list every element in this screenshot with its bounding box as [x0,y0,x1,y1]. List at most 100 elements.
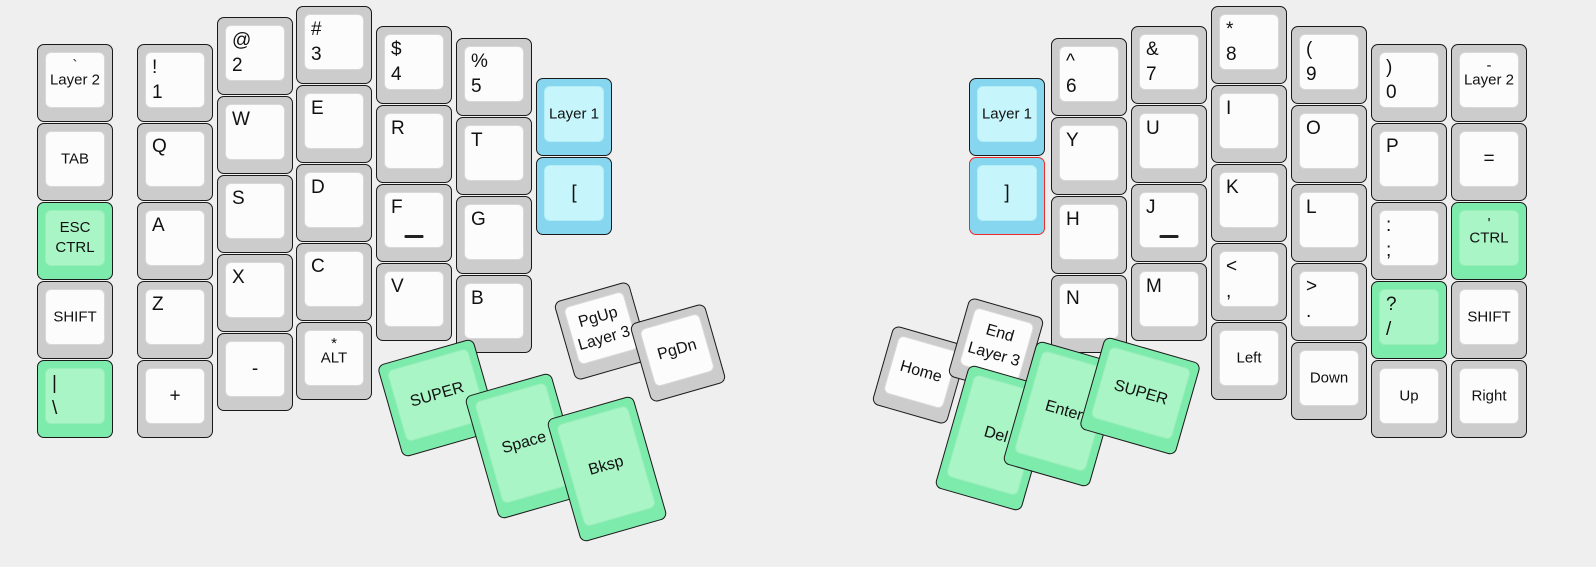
key-w[interactable]: W [217,96,293,174]
key-left[interactable]: Left [1211,322,1287,400]
key-cap: M [1139,271,1199,327]
key-shift-right[interactable]: SHIFT [1451,281,1527,359]
key-cap: Right [1459,368,1519,424]
key-bracket-left-sq[interactable]: [ [536,157,612,235]
key-4[interactable]: $4 [376,26,452,104]
key-u[interactable]: U [1131,105,1207,183]
key-layer1-right[interactable]: Layer 1 [969,78,1045,156]
key-3[interactable]: #3 [296,6,372,84]
key-c[interactable]: C [296,243,372,321]
key-cap: ?/ [1379,289,1439,345]
key-shift[interactable]: SHIFT [37,281,113,359]
key-t[interactable]: T [456,117,532,195]
key-g[interactable]: G [456,196,532,274]
key-cap: F [384,192,444,248]
key-tab[interactable]: TAB [37,123,113,201]
key-legend: Layer 1 [981,105,1033,123]
key-x[interactable]: X [217,254,293,332]
key-legend: 6 [1066,76,1077,97]
key-layer1-left[interactable]: Layer 1 [536,78,612,156]
key-bracket-right-sq[interactable]: ] [969,157,1045,235]
key-9[interactable]: (9 [1291,26,1367,104]
key-legend: * [1226,19,1234,40]
homing-bar-icon [1159,235,1179,238]
key-e[interactable]: E [296,85,372,163]
key-legend: TAB [60,150,90,168]
key-cap: PgUp Layer 3 [563,290,640,366]
key-cap: Y [1059,125,1119,181]
key-period[interactable]: >. [1291,263,1367,341]
key-right[interactable]: Right [1451,360,1527,438]
key-cap: K [1219,172,1279,228]
key-1[interactable]: !1 [137,44,213,122]
key-legend: SHIFT [53,308,97,326]
key-cap: %5 [464,46,524,102]
key-0[interactable]: )0 [1371,44,1447,122]
key-legend: R [391,118,405,139]
key-legend: F [391,197,403,218]
key-z[interactable]: Z [137,281,213,359]
key-p[interactable]: P [1371,123,1447,201]
key-equals[interactable]: = [1451,123,1527,201]
key-v[interactable]: V [376,263,452,341]
key-down[interactable]: Down [1291,342,1367,420]
key-cap: + [145,368,205,424]
key-b[interactable]: B [456,275,532,353]
key-l[interactable]: L [1291,184,1367,262]
key-o[interactable]: O [1291,105,1367,183]
thumb-bksp[interactable]: Bksp [546,395,668,543]
key-legend: C [311,256,325,277]
key-j[interactable]: J [1131,184,1207,262]
key-legend: B [471,288,484,309]
key-plus[interactable]: + [137,360,213,438]
key-cap: Home [882,334,959,410]
key-legend: PgUp Layer 3 [576,303,633,354]
key-slash[interactable]: ?/ [1371,281,1447,359]
key-i[interactable]: I [1211,85,1287,163]
key-legend: 1 [152,82,163,103]
key-6[interactable]: ^6 [1051,38,1127,116]
key-legend: SUPER [408,379,466,411]
key-5[interactable]: %5 [456,38,532,116]
key-esc-ctrl[interactable]: ESC CTRL [37,202,113,280]
key-q[interactable]: Q [137,123,213,201]
homing-bar-icon [404,235,424,238]
key-s[interactable]: S [217,175,293,253]
key-7[interactable]: &7 [1131,26,1207,104]
key-pipe-backslash[interactable]: |\ [37,360,113,438]
key-legend: J [1146,197,1156,218]
thumb-pgdn[interactable]: PgDn [629,302,727,404]
key-y[interactable]: Y [1051,117,1127,195]
key-cap: ] [977,165,1037,221]
key-2[interactable]: @2 [217,17,293,95]
key-minus[interactable]: - [217,333,293,411]
key-legend: . [1306,301,1312,322]
key-m[interactable]: M [1131,263,1207,341]
key-d[interactable]: D [296,164,372,242]
key-h[interactable]: H [1051,196,1127,274]
key-k[interactable]: K [1211,164,1287,242]
key-comma[interactable]: <, [1211,243,1287,321]
key-legend: N [1066,288,1080,309]
key-up[interactable]: Up [1371,360,1447,438]
key-a[interactable]: A [137,202,213,280]
key-minus-layer2[interactable]: -Layer 2 [1451,44,1527,122]
key-8[interactable]: *8 [1211,6,1287,84]
key-legend: Z [152,294,164,315]
key-cap: *8 [1219,14,1279,70]
key-quote-ctrl[interactable]: 'CTRL [1451,202,1527,280]
key-cap: @2 [225,25,285,81]
key-cap: [ [544,165,604,221]
key-legend: ` [72,57,78,74]
key-grave-layer2[interactable]: `Layer 2 [37,44,113,122]
key-cap: 'CTRL [1459,210,1519,266]
key-cap: P [1379,131,1439,187]
key-cap: #3 [304,14,364,70]
key-semicolon[interactable]: :; [1371,202,1447,280]
key-alt[interactable]: *ALT [296,322,372,400]
key-cap: PgDn [639,312,716,388]
key-legend: I [1226,98,1232,119]
key-r[interactable]: R [376,105,452,183]
key-cap: N [1059,283,1119,339]
key-f[interactable]: F [376,184,452,262]
